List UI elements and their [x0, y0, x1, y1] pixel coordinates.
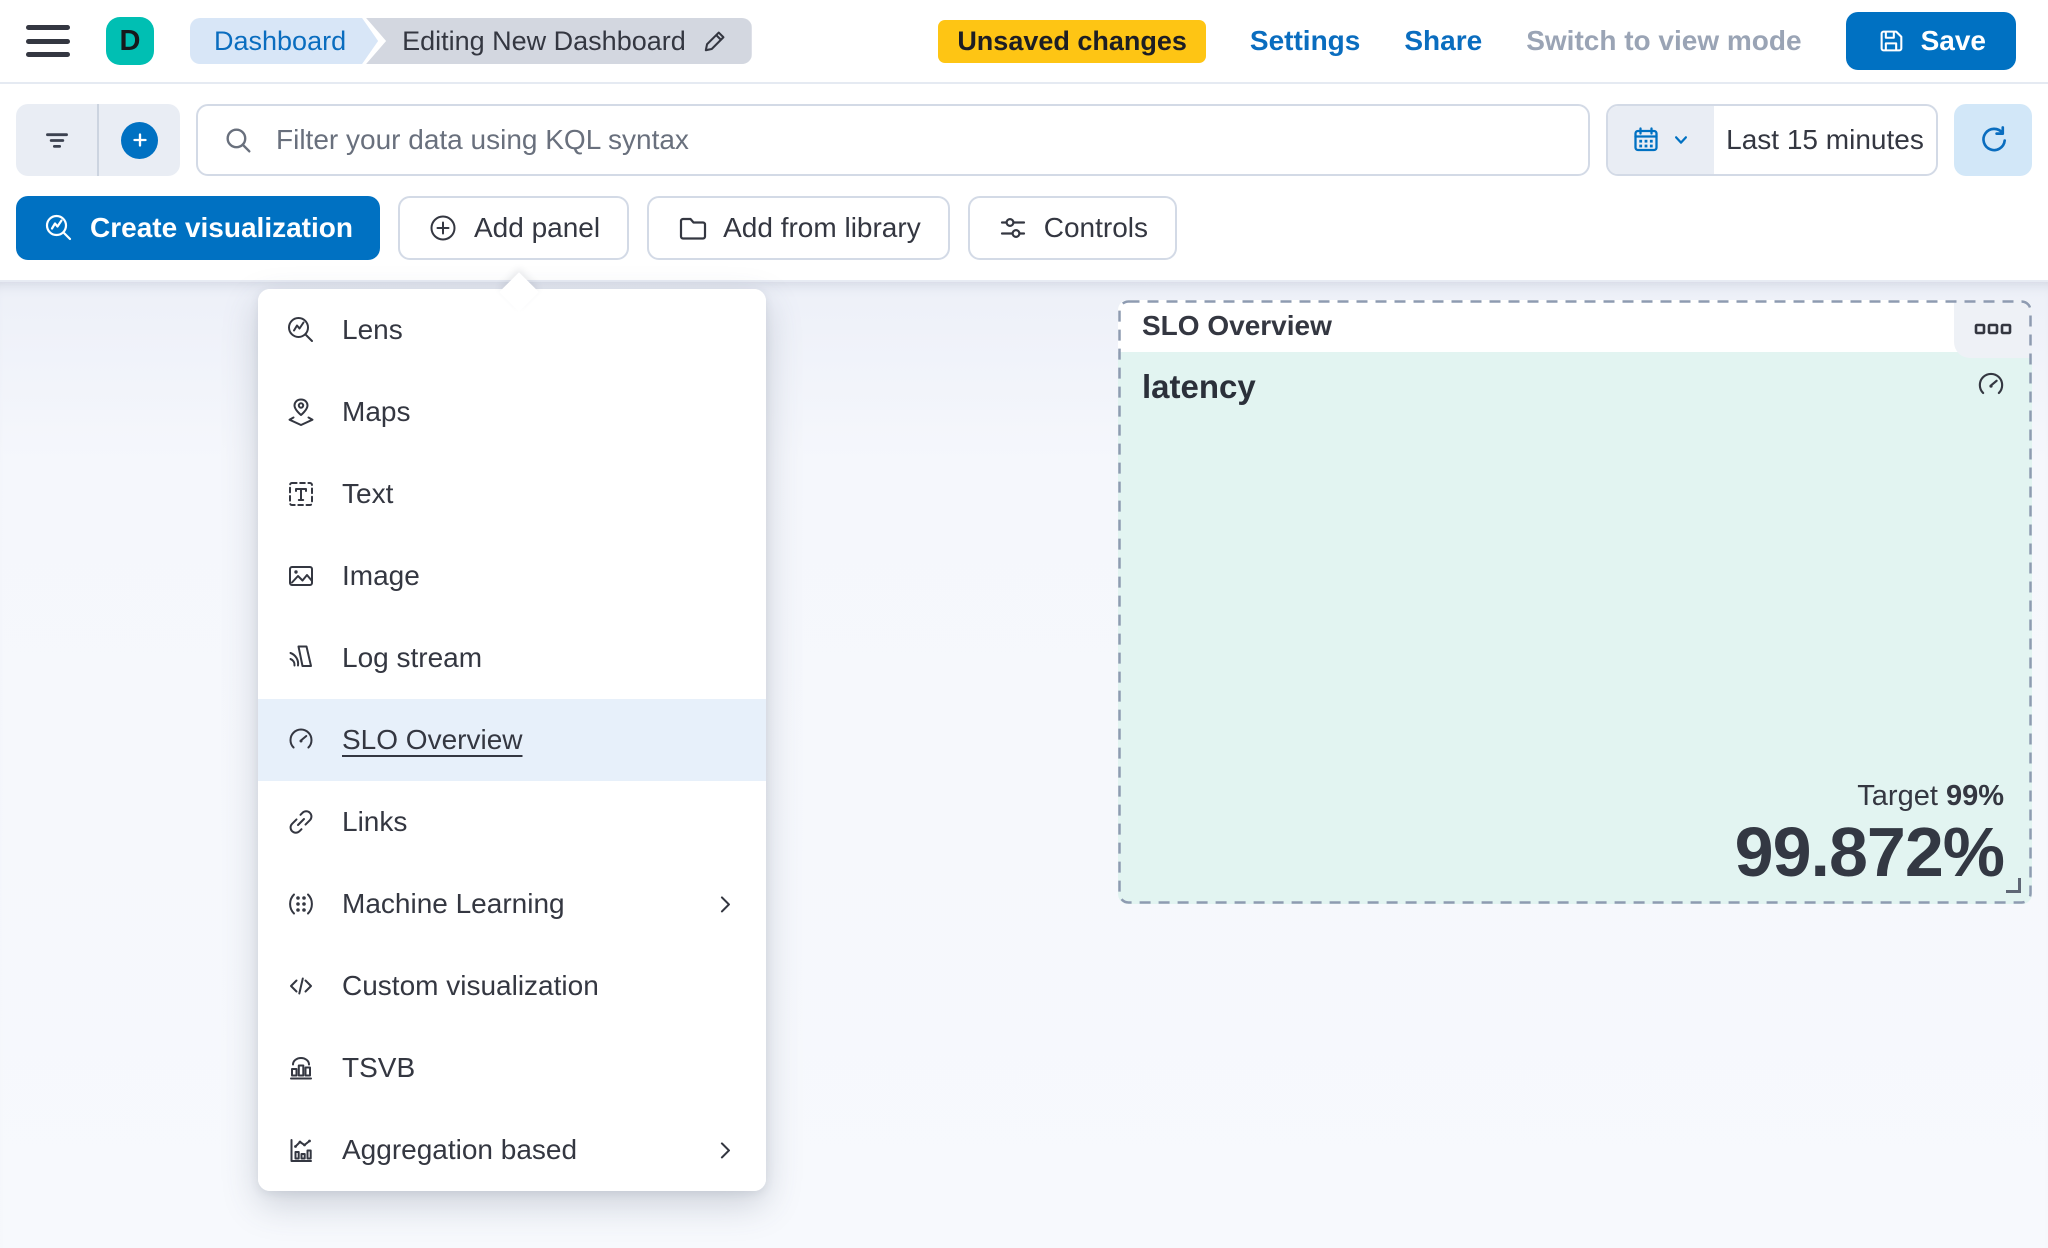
chevron-right-icon	[720, 896, 730, 913]
switch-to-view-mode-link[interactable]: Switch to view mode	[1526, 25, 1802, 56]
lens-icon	[288, 317, 313, 342]
lens-icon	[43, 212, 75, 244]
add-filter-button[interactable]	[97, 104, 180, 176]
menu-item-custom-visualization[interactable]: Custom visualization	[258, 945, 766, 1027]
menu-item-tsvb[interactable]: TSVB	[258, 1027, 766, 1109]
create-visualization-label: Create visualization	[90, 212, 353, 243]
menu-item-label: Aggregation based	[342, 1134, 578, 1165]
slo-target-label: Target	[1857, 779, 1938, 812]
unsaved-changes-badge[interactable]: Unsaved changes	[938, 19, 1206, 63]
panel-options-icon	[1974, 323, 2012, 335]
slo-values: Target 99% 99.872%	[1734, 780, 2005, 891]
filter-menu-button[interactable]	[16, 104, 97, 176]
search-icon	[226, 128, 251, 153]
slo-panel-content: latency Target 99% 99.872%	[1118, 352, 2032, 904]
add-from-library-button[interactable]: Add from library	[647, 196, 950, 260]
add-filter-plus-icon	[121, 121, 158, 159]
menu-item-label: Text	[342, 478, 394, 509]
breadcrumb-dashboard[interactable]: Dashboard	[190, 18, 378, 64]
panel-title: SLO Overview	[1142, 310, 1332, 341]
folder-icon	[676, 212, 708, 244]
query-toolbar: Last 15 minutes	[0, 84, 2048, 196]
breadcrumb-current-label: Editing New Dashboard	[402, 25, 686, 56]
slo-overview-panel: SLO Overview latency Target 99%	[1118, 300, 2032, 904]
refresh-icon	[1976, 123, 2010, 157]
share-link[interactable]: Share	[1404, 25, 1483, 56]
log-stream-icon	[289, 645, 312, 667]
time-range-value[interactable]: Last 15 minutes	[1726, 124, 1924, 155]
kql-search	[196, 104, 1590, 176]
menu-item-label: Links	[342, 806, 408, 837]
save-icon	[1876, 26, 1906, 56]
breadcrumb: Dashboard Editing New Dashboard	[190, 18, 752, 64]
chevron-right-icon	[720, 1142, 730, 1159]
calendar-icon	[1630, 124, 1662, 156]
controls-button[interactable]: Controls	[967, 196, 1177, 260]
code-icon	[290, 977, 312, 995]
menu-item-aggregation-based[interactable]: Aggregation based	[258, 1109, 766, 1191]
breadcrumb-current[interactable]: Editing New Dashboard	[366, 18, 752, 64]
slo-name: latency	[1142, 368, 1256, 405]
create-visualization-button[interactable]: Create visualization	[16, 196, 380, 260]
menu-item-label: Lens	[342, 314, 403, 345]
panel-resize-handle[interactable]	[2006, 878, 2021, 893]
slo-target: Target 99%	[1735, 780, 2004, 813]
top-bar-left: D Dashboard Editing New Dashboard	[26, 17, 752, 65]
menu-item-image[interactable]: Image	[258, 535, 766, 617]
slo-target-value: 99%	[1945, 779, 2004, 812]
panel-options-button[interactable]	[1954, 300, 2032, 358]
add-panel-label: Add panel	[473, 212, 601, 243]
chevron-down-icon	[1669, 128, 1693, 152]
menu-item-links[interactable]: Links	[258, 781, 766, 863]
top-bar-right: Unsaved changes Settings Share Switch to…	[938, 12, 2016, 70]
link-icon	[289, 810, 313, 834]
add-from-library-label: Add from library	[723, 212, 921, 243]
menu-hamburger-icon[interactable]	[26, 25, 70, 57]
filter-button-group	[16, 104, 180, 176]
kql-query-input[interactable]	[196, 104, 1590, 176]
add-panel-button[interactable]: Add panel	[397, 196, 630, 260]
menu-item-text[interactable]: Text	[258, 453, 766, 535]
text-icon	[289, 482, 313, 506]
menu-item-slo-overview[interactable]: SLO Overview	[258, 699, 766, 781]
edit-pencil-icon	[700, 26, 730, 56]
time-range-picker: Last 15 minutes	[1606, 104, 1938, 176]
controls-sliders-icon	[997, 212, 1029, 244]
menu-item-label: Image	[342, 560, 420, 591]
top-bar: D Dashboard Editing New Dashboard Unsave…	[0, 0, 2048, 84]
plus-circle-icon	[427, 212, 459, 244]
menu-item-label: Custom visualization	[342, 970, 599, 1001]
dashboard-canvas: Lens Maps Text Image	[0, 272, 2048, 1248]
action-toolbar: Create visualization Add panel Add from …	[0, 196, 2048, 280]
image-icon	[289, 566, 313, 586]
menu-item-label: TSVB	[342, 1052, 416, 1083]
machine-learning-icon	[289, 893, 313, 915]
calendar-dropdown-button[interactable]	[1608, 106, 1714, 174]
menu-item-label: SLO Overview	[342, 724, 523, 755]
settings-link[interactable]: Settings	[1249, 25, 1361, 56]
refresh-button[interactable]	[1954, 104, 2032, 176]
tsvb-icon	[290, 1057, 312, 1080]
menu-item-log-stream[interactable]: Log stream	[258, 617, 766, 699]
menu-item-label: Log stream	[342, 642, 483, 673]
add-panel-menu: Lens Maps Text Image	[258, 289, 766, 1191]
menu-item-maps[interactable]: Maps	[258, 371, 766, 453]
controls-label: Controls	[1043, 212, 1148, 243]
filter-icon	[40, 123, 74, 157]
save-label: Save	[1920, 25, 1986, 56]
menu-item-label: Machine Learning	[342, 888, 565, 919]
save-button[interactable]: Save	[1845, 12, 2016, 70]
maps-icon	[288, 398, 314, 426]
gauge-icon	[289, 728, 313, 749]
aggregation-icon	[290, 1139, 312, 1162]
slo-observed-value: 99.872%	[1734, 812, 2005, 891]
panel-header[interactable]: SLO Overview	[1118, 300, 2032, 352]
menu-item-label: Maps	[342, 396, 411, 427]
avatar[interactable]: D	[106, 17, 154, 65]
menu-item-machine-learning[interactable]: Machine Learning	[258, 863, 766, 945]
gauge-icon	[1974, 368, 2008, 402]
